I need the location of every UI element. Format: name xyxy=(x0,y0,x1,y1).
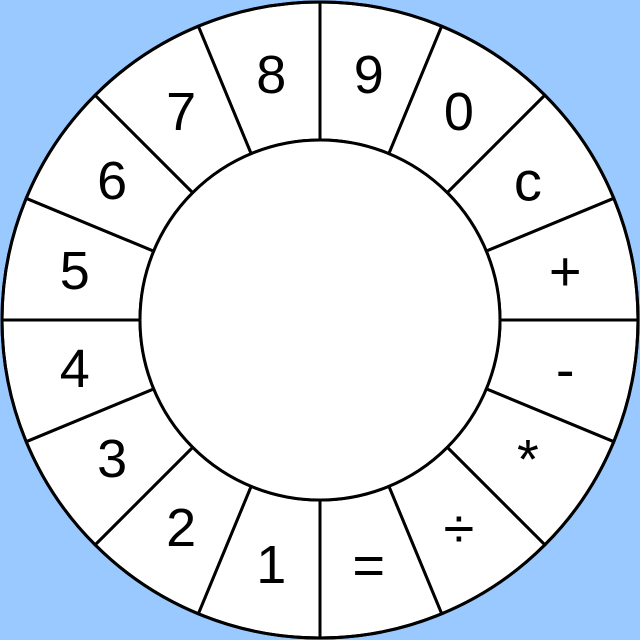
display-area xyxy=(138,138,502,502)
